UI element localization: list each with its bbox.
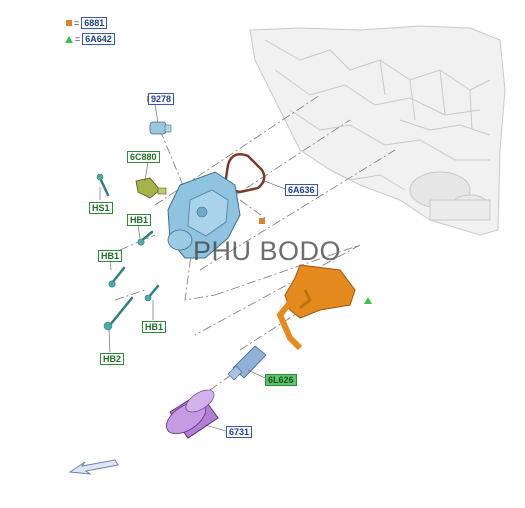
direction-arrow-icon <box>68 459 119 475</box>
part-label-9278: 9278 <box>148 93 175 105</box>
part-label-HB2: HB2 <box>100 353 125 365</box>
oil-filter <box>166 389 219 439</box>
oil-filter-housing <box>167 171 241 259</box>
legend-equals: = <box>75 34 81 44</box>
legend-item: = 6881 <box>66 17 108 29</box>
part-label-HB1: HB1 <box>142 321 167 333</box>
pressure-sensor <box>149 121 172 135</box>
orange-marker <box>259 218 265 224</box>
part-label-6L626: 6L626 <box>265 374 297 386</box>
legend-item: = 6A642 <box>65 33 115 45</box>
legend-code: 6A642 <box>82 33 115 45</box>
oil-cooler <box>276 264 356 351</box>
part-label-6731: 6731 <box>226 426 253 438</box>
part-label-HB1: HB1 <box>98 250 123 262</box>
legend-code: 6881 <box>81 17 108 29</box>
engine-block <box>249 25 506 236</box>
part-label-HS1: HS1 <box>89 202 113 214</box>
bolt-heads <box>96 173 152 331</box>
filter-adapter <box>227 345 267 381</box>
green-marker <box>364 297 372 304</box>
green-triangle-icon <box>65 35 73 43</box>
legend-equals: = <box>74 18 80 28</box>
part-label-6A636: 6A636 <box>285 184 318 196</box>
temperature-sensor <box>135 177 167 199</box>
orange-square-icon <box>66 20 72 26</box>
part-label-6C880: 6C880 <box>127 151 160 163</box>
watermark: PHU BODO <box>193 236 342 266</box>
part-label-HB1: HB1 <box>127 214 152 226</box>
